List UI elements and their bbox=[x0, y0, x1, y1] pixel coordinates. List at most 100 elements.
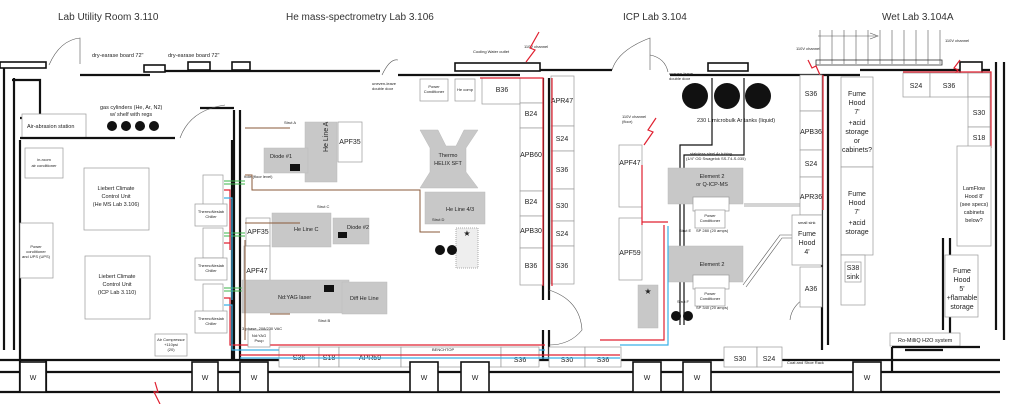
lamflow-hood bbox=[956, 145, 992, 247]
svg-text:conditioner: conditioner bbox=[26, 249, 46, 254]
svg-text:3-phase, 208/230 VAC: 3-phase, 208/230 VAC bbox=[242, 326, 282, 331]
svg-text:(ICP Lab 3.110): (ICP Lab 3.110) bbox=[98, 290, 136, 296]
power-conditioner-ups bbox=[19, 222, 54, 279]
svg-text:storage: storage bbox=[845, 129, 868, 136]
svg-text:W: W bbox=[472, 375, 479, 382]
svg-text:S36: S36 bbox=[597, 357, 610, 364]
svg-text:110V channel: 110V channel bbox=[796, 46, 820, 51]
cabinet-column-wet: S36 APB36 S24 APR36 A36 bbox=[799, 74, 823, 308]
svg-text:Strut C: Strut C bbox=[317, 204, 330, 209]
svg-text:S30: S30 bbox=[556, 203, 569, 210]
svg-text:HELIX SFT: HELIX SFT bbox=[434, 161, 462, 167]
svg-text:S24: S24 bbox=[763, 356, 776, 363]
room-title-wet: Wet Lab 3.104A bbox=[882, 12, 954, 23]
svg-text:hole (floor level): hole (floor level) bbox=[244, 174, 273, 179]
svg-text:APF47: APF47 bbox=[619, 160, 641, 167]
svg-text:Control Unit: Control Unit bbox=[101, 194, 131, 200]
svg-text:+110psi: +110psi bbox=[164, 342, 178, 347]
liebert-unit-icp bbox=[84, 255, 151, 320]
svg-text:Diode #1: Diode #1 bbox=[270, 154, 292, 160]
cabinet-column-right: APR47 S24 S36 S30 S24 S36 bbox=[550, 75, 575, 285]
he-line-a bbox=[304, 121, 338, 183]
air-abrasion-label: Air-abrasion station bbox=[27, 124, 74, 130]
svg-text:Cooling Water outlet: Cooling Water outlet bbox=[473, 49, 510, 54]
window bbox=[460, 361, 490, 393]
icp-lab: 110V channel (floor) 230 L microbulk Ar … bbox=[600, 71, 824, 368]
bench-row-icp: S30 S24 bbox=[723, 346, 783, 368]
svg-text:S30: S30 bbox=[561, 357, 574, 364]
svg-text:storage: storage bbox=[845, 229, 868, 236]
svg-text:Strut A: Strut A bbox=[284, 120, 296, 125]
svg-text:Hood: Hood bbox=[849, 200, 866, 207]
he-compressor bbox=[454, 78, 476, 102]
svg-text:110V channel: 110V channel bbox=[622, 114, 646, 119]
svg-text:+acid: +acid bbox=[849, 220, 866, 227]
svg-text:(1/4" OD Swagelok SS-T4-S-035): (1/4" OD Swagelok SS-T4-S-035) bbox=[686, 156, 746, 161]
svg-text:Coat and Shoe Rack: Coat and Shoe Rack bbox=[787, 360, 824, 365]
svg-text:APF59: APF59 bbox=[619, 250, 641, 257]
svg-text:APF47: APF47 bbox=[246, 268, 268, 275]
svg-text:Conditioner: Conditioner bbox=[424, 89, 445, 94]
svg-text:Ro-MilliQ H2O system: Ro-MilliQ H2O system bbox=[898, 338, 953, 344]
air-abrasion-station bbox=[21, 113, 87, 139]
room-title-hems: He mass-spectrometry Lab 3.106 bbox=[286, 12, 434, 23]
svg-text:APR47: APR47 bbox=[551, 98, 573, 105]
svg-text:S30: S30 bbox=[734, 356, 747, 363]
svg-text:4': 4' bbox=[804, 249, 809, 256]
gas-cylinders bbox=[107, 121, 159, 131]
svg-text:110V channel: 110V channel bbox=[945, 38, 969, 43]
svg-text:cabinets: cabinets bbox=[964, 210, 985, 216]
cabinet-column-left: B36 B24 APB60 B24 APB30 B36 bbox=[481, 77, 544, 286]
fume-hood-4ft bbox=[791, 214, 823, 266]
svg-text:Nd:YAG laser: Nd:YAG laser bbox=[278, 295, 311, 301]
window bbox=[852, 361, 882, 393]
svg-text:+flamable: +flamable bbox=[947, 295, 978, 302]
cabinet-row-wet-top: S24 S36 S30 S18 bbox=[902, 72, 991, 148]
ndyag-psu bbox=[247, 329, 271, 348]
svg-text:W: W bbox=[202, 375, 209, 382]
svg-text:S24: S24 bbox=[556, 231, 569, 238]
diode-2 bbox=[332, 217, 370, 245]
room-title-utility: Lab Utility Room 3.110 bbox=[58, 12, 159, 23]
thermo-helix-sft bbox=[419, 129, 479, 189]
cabinet-apf59-icp bbox=[618, 217, 643, 281]
diff-he-line bbox=[341, 281, 388, 315]
svg-text:S36: S36 bbox=[556, 263, 569, 270]
svg-text:Fume: Fume bbox=[953, 268, 971, 275]
svg-text:W: W bbox=[421, 375, 428, 382]
svg-text:APB30: APB30 bbox=[520, 228, 542, 235]
wet-lab: 110V channel 110V channel S36 APB36 S24 … bbox=[791, 38, 992, 372]
excimer-laser bbox=[637, 284, 659, 329]
room-title-icp: ICP Lab 3.104 bbox=[623, 12, 687, 23]
svg-text:LamFlow: LamFlow bbox=[963, 186, 985, 192]
liebert-unit-hems bbox=[83, 167, 150, 231]
star-icon: ★ bbox=[463, 229, 470, 238]
svg-text:S18: S18 bbox=[973, 135, 986, 142]
svg-text:7': 7' bbox=[854, 109, 859, 116]
svg-text:B24: B24 bbox=[525, 199, 538, 206]
window bbox=[239, 361, 269, 393]
window bbox=[409, 361, 439, 393]
svg-text:110V channel: 110V channel bbox=[524, 44, 548, 49]
svg-text:W: W bbox=[644, 375, 651, 382]
svg-text:S36: S36 bbox=[514, 357, 527, 364]
svg-text:double door: double door bbox=[372, 86, 394, 91]
svg-text:APB36: APB36 bbox=[800, 129, 822, 136]
svg-text:Strut E: Strut E bbox=[679, 228, 692, 233]
gas-cylinders-label: gas cylinders (He, Ar, N2) bbox=[100, 105, 163, 111]
thermoneslab-chiller-1 bbox=[194, 203, 228, 227]
svg-text:Chiller: Chiller bbox=[205, 321, 217, 326]
he-line-43 bbox=[424, 191, 486, 225]
thermoneslab-chiller-3 bbox=[194, 310, 228, 334]
ar-tank-3 bbox=[745, 83, 771, 109]
window bbox=[191, 361, 219, 393]
svg-text:Liebert Climate: Liebert Climate bbox=[98, 186, 135, 192]
whiteboard-label-2: dry-earase board 72" bbox=[168, 53, 220, 59]
fume-hood-5ft bbox=[944, 254, 979, 318]
svg-text:(20): (20) bbox=[167, 347, 175, 352]
svg-text:Chiller: Chiller bbox=[205, 214, 217, 219]
whiteboard-label-1: dry-earase board 72" bbox=[92, 53, 144, 59]
svg-text:Strut F: Strut F bbox=[677, 299, 690, 304]
he-line-c bbox=[271, 212, 332, 248]
svg-text:W: W bbox=[864, 375, 871, 382]
